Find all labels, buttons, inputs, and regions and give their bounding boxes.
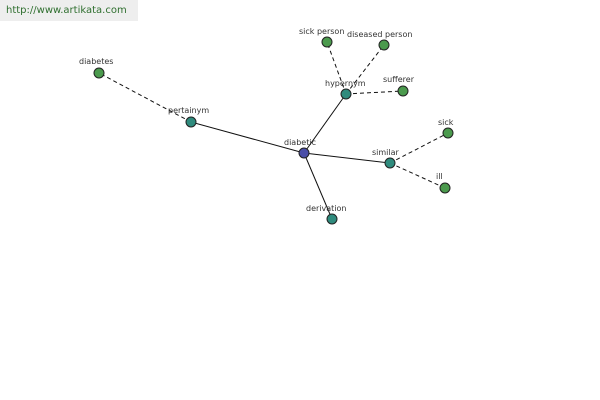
- relation-node-hypernym[interactable]: [340, 88, 352, 100]
- edge-root-hypernym: [303, 93, 347, 154]
- term-label-sick: sick: [438, 118, 454, 127]
- site-url-text: http://www.artikata.com: [6, 5, 127, 16]
- edge-root-derivation: [303, 152, 333, 220]
- term-label-diseased-person: diseased person: [347, 30, 412, 39]
- edge-hypernym-diseased-person: [345, 44, 385, 95]
- term-node-sufferer[interactable]: [397, 85, 409, 97]
- relation-label-similar: similar: [372, 148, 400, 157]
- term-node-sick[interactable]: [442, 127, 454, 139]
- root-node[interactable]: [298, 147, 310, 159]
- relation-label-hypernym: hypernym: [325, 79, 366, 88]
- term-label-ill: ill: [436, 172, 443, 181]
- term-label-sufferer: sufferer: [383, 75, 415, 84]
- term-node-sick-person[interactable]: [321, 36, 333, 48]
- edge-pertainym-diabetes: [98, 72, 192, 123]
- relation-node-derivation[interactable]: [326, 213, 338, 225]
- term-node-diabetes[interactable]: [93, 67, 105, 79]
- relation-node-pertainym[interactable]: [185, 116, 197, 128]
- edge-hypernym-sick-person: [326, 41, 347, 95]
- term-label-sick-person: sick person: [299, 27, 344, 36]
- term-label-diabetes: diabetes: [79, 57, 113, 66]
- term-node-diseased-person[interactable]: [378, 39, 390, 51]
- relation-label-pertainym: pertainym: [168, 106, 209, 115]
- edge-root-pertainym: [190, 121, 305, 154]
- edge-similar-ill: [389, 162, 446, 189]
- relation-node-similar[interactable]: [384, 157, 396, 169]
- relation-label-derivation: derivation: [306, 204, 346, 213]
- edge-root-similar: [303, 152, 391, 164]
- site-url-banner: http://www.artikata.com: [0, 0, 138, 21]
- edge-hypernym-sufferer: [345, 90, 404, 95]
- root-label: diabetic: [284, 138, 316, 147]
- edge-similar-sick: [389, 132, 449, 164]
- term-node-ill[interactable]: [439, 182, 451, 194]
